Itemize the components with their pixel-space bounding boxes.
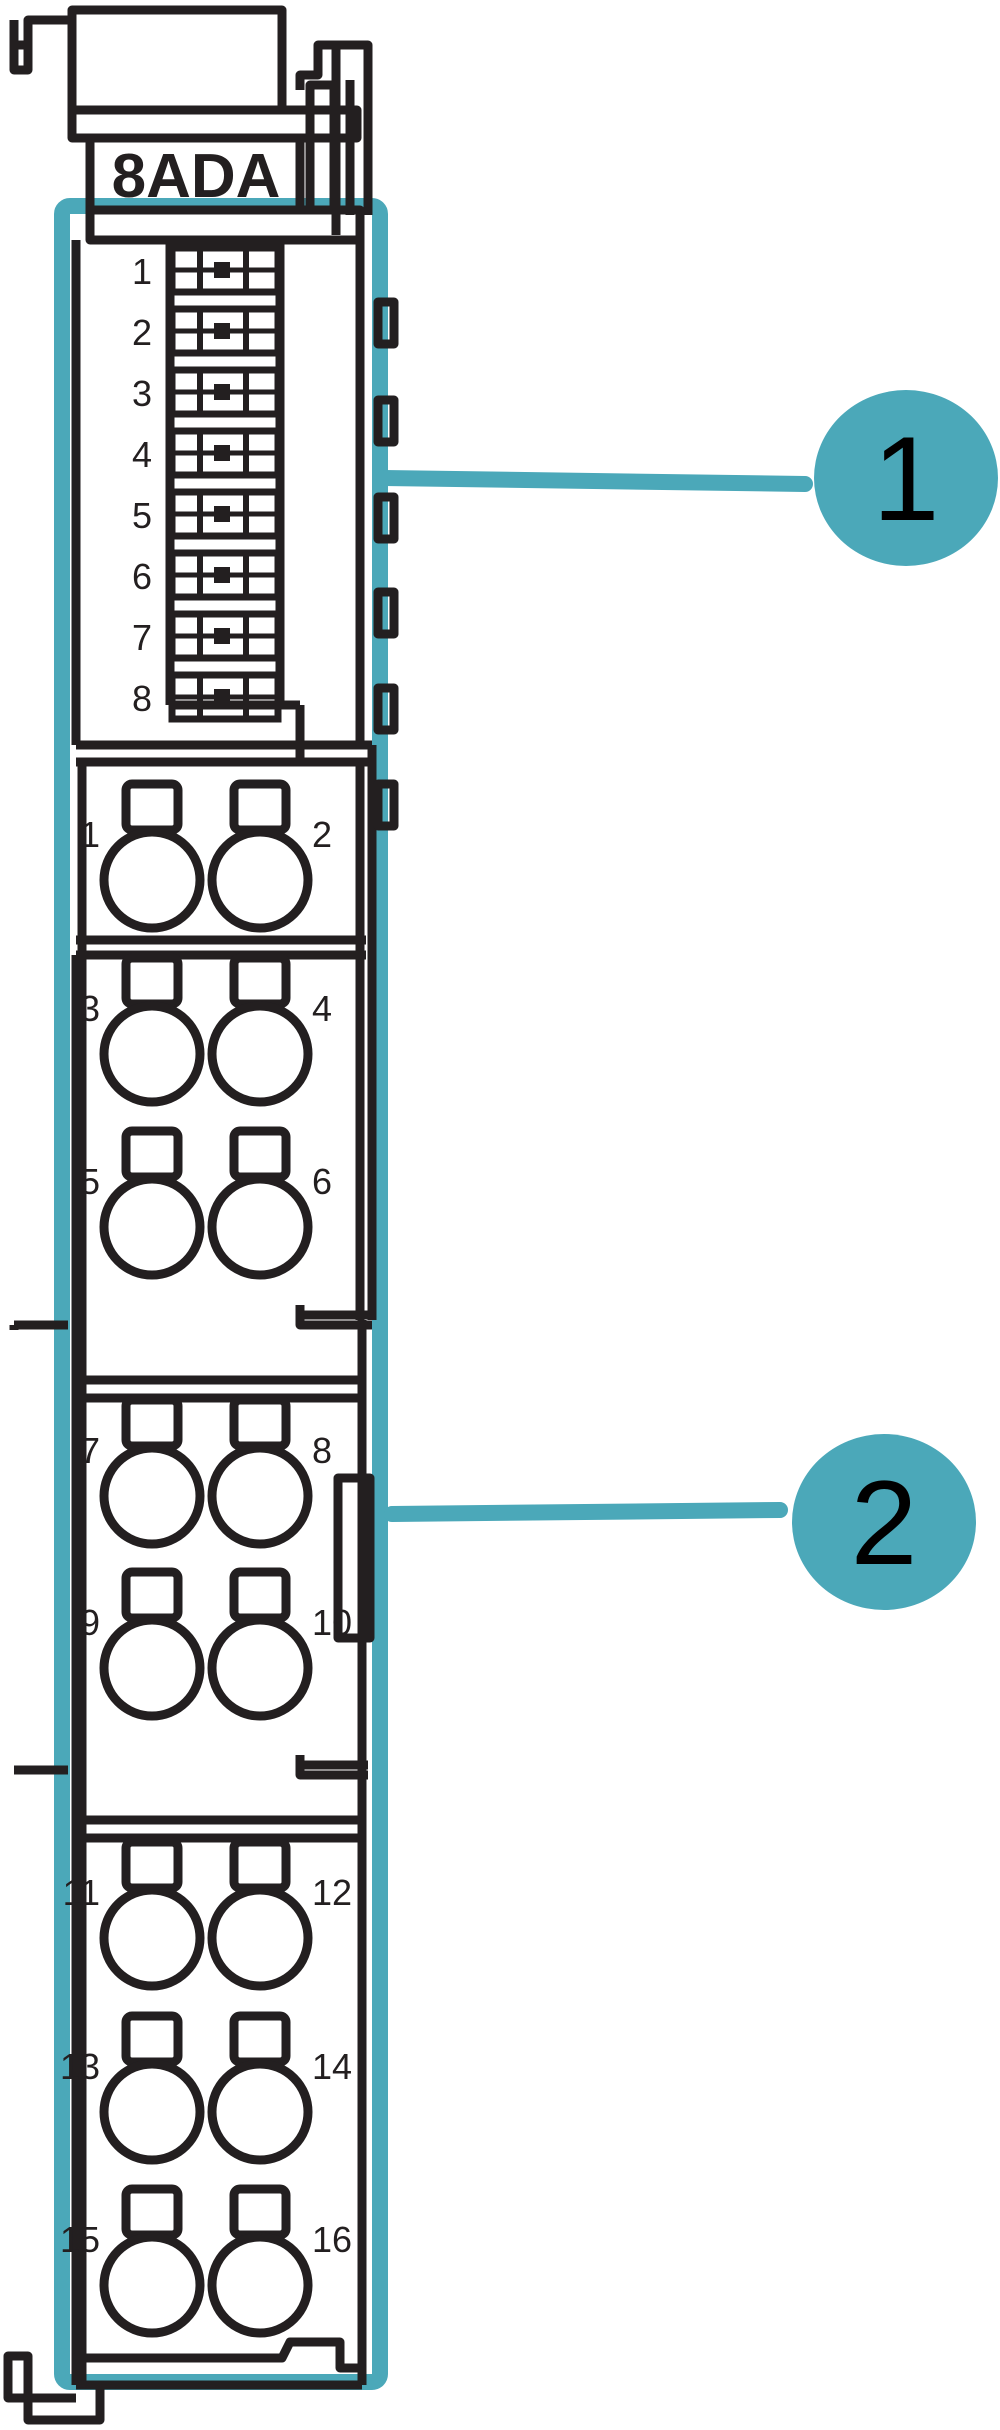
bottom-housing	[3, 2337, 367, 2425]
terminal	[207, 2011, 313, 2165]
callout-1-number: 1	[873, 412, 940, 546]
side-clips	[373, 297, 399, 831]
terminal	[99, 1837, 205, 1991]
terminal-number: 5	[80, 1161, 100, 1202]
terminal-number: 2	[312, 814, 332, 855]
callout-1-bubble	[814, 390, 998, 566]
terminal-block-1	[76, 935, 366, 960]
terminal	[207, 1395, 313, 1549]
terminal	[99, 2011, 205, 2165]
terminal	[99, 1126, 205, 1280]
terminal	[207, 1567, 313, 1721]
terminal	[99, 953, 205, 1107]
led-cell	[168, 671, 282, 723]
terminal-block-2	[9, 955, 375, 2385]
terminal-number: 12	[312, 1872, 352, 1913]
led-number: 2	[132, 312, 152, 353]
led-cells	[168, 244, 282, 723]
callout-2: 2	[792, 1434, 976, 1610]
led-number: 4	[132, 434, 152, 475]
terminal-number: 7	[80, 1430, 100, 1471]
led-cell	[168, 244, 282, 296]
callout-2-bubble	[792, 1434, 976, 1610]
terminal	[207, 779, 313, 933]
terminal-block-3	[14, 1755, 368, 2385]
terminal-number: 3	[80, 988, 100, 1029]
led-number: 5	[132, 495, 152, 536]
terminal-number: 14	[312, 2046, 352, 2087]
terminal-number: 4	[312, 988, 332, 1029]
terminal-number: 13	[60, 2046, 100, 2087]
terminal	[207, 2184, 313, 2338]
terminal-number: 10	[312, 1602, 352, 1643]
module-body	[71, 240, 377, 2385]
led-cell	[168, 427, 282, 479]
led-cell	[168, 610, 282, 662]
callout-2-leader	[384, 1502, 788, 1522]
led-number: 8	[132, 678, 152, 719]
terminal-number: 15	[60, 2219, 100, 2260]
led-number: 7	[132, 617, 152, 658]
module-label: 8ADA	[112, 142, 281, 211]
led-cell	[168, 549, 282, 601]
led-numbers: 1 2 3 4 5 6 7 8	[132, 251, 152, 719]
callout-1-leader	[376, 470, 813, 492]
terminal	[207, 1126, 313, 1280]
terminal-number: 8	[312, 1430, 332, 1471]
callout-2-number: 2	[851, 1456, 918, 1590]
terminal	[99, 2184, 205, 2338]
led-number: 6	[132, 556, 152, 597]
terminal-number: 1	[80, 814, 100, 855]
led-number: 1	[132, 251, 152, 292]
terminal-number: 16	[312, 2219, 352, 2260]
led-cell	[168, 366, 282, 418]
terminal-number: 11	[63, 1872, 100, 1913]
terminal	[207, 1837, 313, 1991]
terminal-number: 6	[312, 1161, 332, 1202]
terminal	[207, 953, 313, 1107]
terminal	[99, 1567, 205, 1721]
terminal	[99, 1395, 205, 1549]
led-cell	[168, 488, 282, 540]
terminal	[99, 779, 205, 933]
led-cell	[168, 305, 282, 357]
terminal-number: 9	[80, 1602, 100, 1643]
callout-1: 1	[814, 390, 998, 566]
led-number: 3	[132, 373, 152, 414]
